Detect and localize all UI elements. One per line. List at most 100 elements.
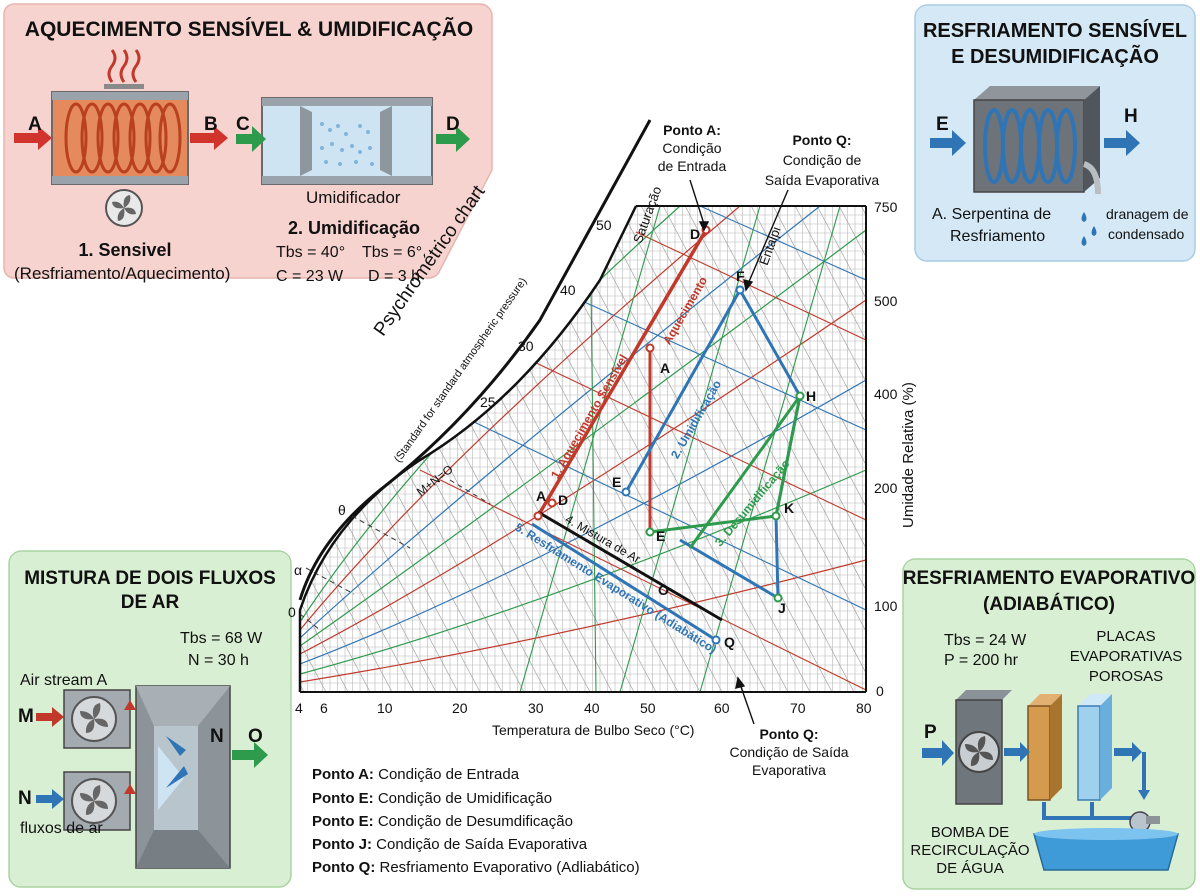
fan-unit-n bbox=[63, 771, 136, 831]
grid-line bbox=[300, 206, 327, 692]
grid-line bbox=[880, 200, 1140, 692]
legend-key: Ponto E: bbox=[312, 813, 374, 830]
callout-a-line2: Condição bbox=[662, 140, 722, 156]
grid-line bbox=[300, 206, 415, 692]
legend-text: Resfriamento Evaporativo (Adliabático) bbox=[375, 859, 640, 876]
x-tick-80: 80 bbox=[856, 700, 872, 716]
guide-lines bbox=[299, 479, 491, 631]
coil-caption-1: A. Serpentina de bbox=[932, 206, 1052, 223]
water-pipe bbox=[1042, 802, 1140, 820]
callout-q-bottom-2: Condição de Saída bbox=[729, 744, 849, 760]
grid-line bbox=[681, 206, 866, 692]
process-lines bbox=[531, 229, 802, 642]
label-h: H bbox=[1124, 106, 1138, 127]
left-label-theta: θ bbox=[338, 502, 346, 518]
callout-pointers bbox=[689, 179, 789, 725]
grid-line bbox=[505, 206, 767, 692]
mixing-tbs: Tbs = 68 W bbox=[180, 630, 263, 647]
water-basin bbox=[1033, 828, 1179, 871]
legend-key: Ponto A: bbox=[312, 766, 374, 783]
legend-item: Ponto A: Condição de Entrada bbox=[312, 766, 519, 783]
grid-line bbox=[813, 206, 866, 692]
pump-icon bbox=[1129, 811, 1160, 833]
x-tick-20: 20 bbox=[452, 700, 468, 716]
point-k: K bbox=[784, 500, 795, 516]
evap-title-line2: (ADIABÁTICO) bbox=[983, 594, 1115, 615]
grid-line bbox=[593, 206, 855, 692]
heating-panel-title: AQUECIMENTO SENSÍVEL & UMIDIFICAÇÃO bbox=[24, 18, 474, 41]
point-e-dehumid: E bbox=[656, 528, 666, 544]
y-tick-400: 400 bbox=[874, 386, 898, 402]
mixing-flow-arrows-icon bbox=[166, 736, 188, 788]
step1-title: 1. Sensivel bbox=[78, 240, 172, 260]
legend-key: Ponto E: bbox=[312, 790, 374, 807]
arrow-m-icon bbox=[36, 707, 64, 727]
coil-caption-2: Resfriamento bbox=[950, 228, 1046, 245]
point-d-top: D bbox=[690, 226, 701, 242]
label-o: O bbox=[248, 726, 263, 747]
fan-icon bbox=[105, 189, 143, 227]
callout-q-bottom-1: Ponto Q: bbox=[759, 726, 819, 742]
x-tick-50: 50 bbox=[640, 700, 656, 716]
humidifier-label: Umidificador bbox=[306, 188, 401, 207]
grid-line bbox=[300, 206, 305, 692]
label-n-in: N bbox=[18, 788, 32, 809]
legend-item: Ponto E: Condição de Desumdificação bbox=[312, 813, 573, 830]
sat-tick-30: 30 bbox=[518, 338, 534, 354]
legend-item: Ponto Q: Resfriamento Evaporativo (Adlia… bbox=[312, 859, 640, 876]
y-tick-500: 500 bbox=[874, 293, 898, 309]
sat-tick-50: 50 bbox=[596, 217, 612, 233]
cooling-panel bbox=[914, 4, 1196, 262]
y-tick-0: 0 bbox=[876, 683, 884, 699]
callout-q-top-2: Condição de bbox=[782, 152, 862, 168]
left-label-zero: 0 bbox=[288, 604, 296, 620]
heat-waves-icon bbox=[104, 49, 144, 89]
legend-text: Condição de Desumdificação bbox=[373, 813, 573, 830]
x-tick-10: 10 bbox=[377, 700, 393, 716]
callout-q-bottom-3: Evaporativa bbox=[752, 762, 826, 778]
grid-line bbox=[857, 206, 866, 692]
point-j: J bbox=[778, 600, 786, 616]
heater-duct bbox=[51, 91, 189, 185]
evap-pad-2 bbox=[1077, 694, 1112, 801]
drain-caption-1: dranagem de bbox=[1106, 206, 1189, 222]
grid-line bbox=[300, 206, 437, 692]
cooling-title-line1: RESFRIAMENTO SENSÍVEL bbox=[922, 20, 1188, 42]
arrow-o-icon bbox=[232, 742, 268, 768]
x-tick-30: 30 bbox=[528, 700, 544, 716]
grid-line bbox=[637, 206, 866, 692]
y-tick-200: 200 bbox=[874, 480, 898, 496]
grid-line bbox=[747, 206, 866, 692]
arrow-b-icon bbox=[190, 126, 228, 150]
grid-line bbox=[329, 206, 591, 692]
point-d-low: D bbox=[558, 492, 569, 508]
air-stream-label: Air stream A bbox=[20, 672, 108, 689]
label-b: B bbox=[204, 114, 218, 135]
evap-pad-1 bbox=[1027, 694, 1062, 801]
x-axis-label: Temperatura de Bulbo Seco (°C) bbox=[492, 722, 695, 738]
legend-text: Condição de Umidificação bbox=[373, 790, 553, 807]
point-f: F bbox=[736, 268, 745, 284]
y-axis-label: Umidade Relativa (%) bbox=[900, 382, 917, 528]
y-tick-750: 750 bbox=[874, 199, 898, 215]
callout-q-top-3: Saída Evaporativa bbox=[764, 172, 880, 188]
arrow-e-icon bbox=[930, 130, 966, 156]
grid-line bbox=[300, 206, 393, 692]
grid-line bbox=[300, 206, 371, 692]
step2-title: 2. Umidificação bbox=[288, 218, 421, 238]
humidifier-duct bbox=[261, 97, 433, 185]
legend-text: Condição de Entrada bbox=[373, 766, 520, 783]
left-label-alpha: α bbox=[294, 562, 303, 578]
label-m: M bbox=[18, 706, 34, 727]
grid-line bbox=[0, 200, 260, 692]
callout-a-line1: Ponto A: bbox=[663, 122, 721, 138]
x-tick-60: 60 bbox=[714, 700, 730, 716]
cooling-title-line2: E DESUMIDIFICAÇÃO bbox=[951, 46, 1159, 68]
param-tbs-1: Tbs = 40° bbox=[276, 244, 346, 261]
evap-tbs: Tbs = 24 W bbox=[944, 632, 1027, 649]
grid-line bbox=[725, 206, 866, 692]
label-p: P bbox=[924, 722, 937, 743]
plates-line2: EVAPORATIVAS bbox=[1069, 648, 1183, 665]
drain-caption-2: condensado bbox=[1108, 226, 1185, 242]
